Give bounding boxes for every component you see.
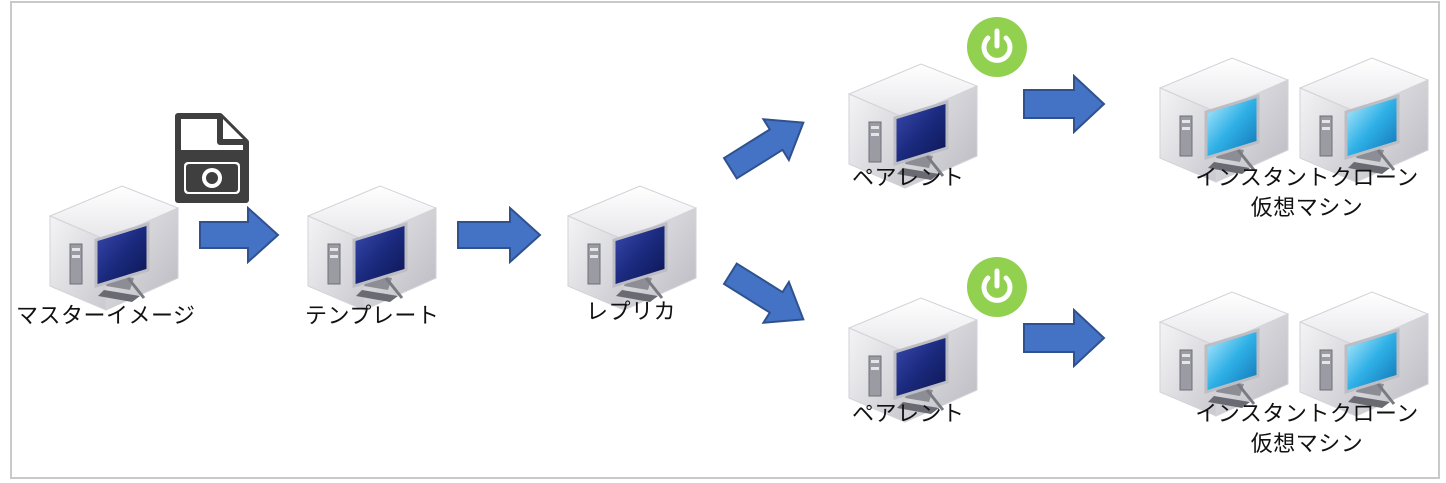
template-label: テンプレート	[305, 304, 440, 329]
flow-arrow-up	[722, 118, 805, 180]
instant-clone-bottom-line2: 仮想マシン	[1250, 432, 1364, 457]
parent-top-node[interactable]	[843, 56, 983, 190]
flow-arrow-down	[722, 262, 805, 324]
power-on-icon	[967, 257, 1027, 317]
snapshot-file-icon	[174, 112, 250, 208]
flow-arrow	[199, 206, 280, 264]
instant-clone-top-line1: インスタントクローン	[1195, 166, 1419, 191]
replica-label: レプリカ	[586, 300, 677, 325]
master-image-node[interactable]	[44, 178, 184, 312]
instant-clone-bottom-label: インスタントクローン 仮想マシン	[1172, 400, 1442, 460]
parent-bottom-node[interactable]	[843, 290, 983, 424]
instant-clone-vm-bottom-2[interactable]	[1294, 284, 1434, 418]
vm-computer-icon	[566, 184, 698, 312]
instant-clone-vm-top-2[interactable]	[1294, 50, 1434, 184]
flow-arrow	[1023, 308, 1106, 368]
flow-arrow	[457, 206, 542, 264]
instant-clone-vm-bottom-1[interactable]	[1154, 284, 1294, 418]
template-node[interactable]	[302, 178, 442, 312]
vm-computer-active-icon	[1298, 290, 1430, 418]
vm-computer-icon	[847, 296, 979, 424]
vm-computer-active-icon	[1298, 56, 1430, 184]
vm-computer-active-icon	[1158, 56, 1290, 184]
power-on-icon	[967, 17, 1027, 77]
instant-clone-top-label: インスタントクローン 仮想マシン	[1172, 164, 1442, 224]
parent-bottom-label: ペアレント	[852, 402, 965, 427]
vm-computer-icon	[48, 184, 180, 312]
parent-top-label: ペアレント	[852, 166, 965, 191]
vm-computer-icon	[306, 184, 438, 312]
replica-node[interactable]	[562, 178, 702, 312]
instant-clone-bottom-line1: インスタントクローン	[1195, 402, 1419, 427]
flow-arrow	[1023, 74, 1106, 134]
instant-clone-top-line2: 仮想マシン	[1250, 196, 1364, 221]
vm-computer-active-icon	[1158, 290, 1290, 418]
master-image-label: マスターイメージ	[16, 304, 196, 329]
instant-clone-vm-top-1[interactable]	[1154, 50, 1294, 184]
vm-computer-icon	[847, 62, 979, 190]
